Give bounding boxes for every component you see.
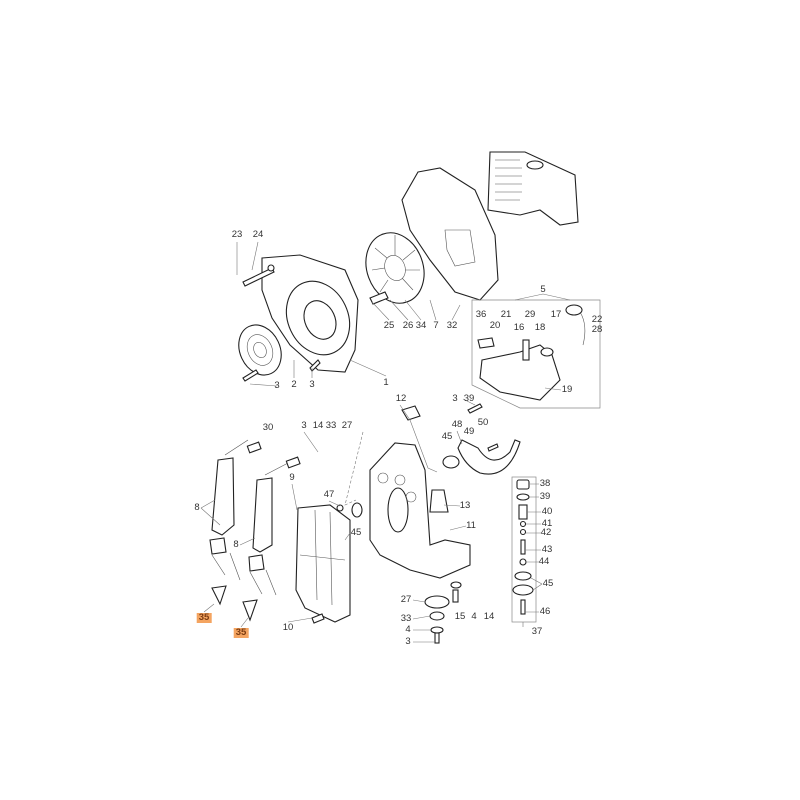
part-label-3: 3 [301,420,307,431]
part-label-43: 43 [541,544,553,555]
part-label-25: 25 [383,320,395,331]
part-label-44: 44 [538,556,550,567]
part-label-10: 10 [282,622,294,633]
part-label-39: 39 [463,393,475,404]
part-label-13: 13 [459,500,471,511]
fuel-tank-part [477,304,586,401]
part-label-32: 32 [446,320,458,331]
part-label-4: 4 [405,624,411,635]
part-label-41: 41 [541,518,553,529]
part-label-37: 37 [531,626,543,637]
part-label-1: 1 [383,377,389,388]
part-label-30: 30 [262,422,274,433]
part-label-46: 46 [539,606,551,617]
part-label-42: 42 [540,527,552,538]
part-label-26: 26 [402,320,414,331]
part-label-12: 12 [395,393,407,404]
part-label-3: 3 [309,379,315,390]
mount-bracket-part [442,403,521,475]
part-label-50: 50 [477,417,489,428]
part-label-27: 27 [341,420,353,431]
part-label-22: 22 [591,314,603,325]
part-label-3: 3 [405,636,411,647]
part-label-16: 16 [513,322,525,333]
part-label-4: 4 [471,611,477,622]
part-label-24: 24 [252,229,264,240]
part-label-3: 3 [274,380,280,391]
part-label-38: 38 [539,478,551,489]
blower-cover-part [487,151,579,226]
part-label-8: 8 [233,539,239,550]
part-label-33: 33 [325,420,337,431]
part-label-8: 8 [194,502,200,513]
part-label-9: 9 [289,472,295,483]
part-label-47: 47 [323,489,335,500]
part-label-28: 28 [591,324,603,335]
part-label-17: 17 [550,309,562,320]
part-label-49: 49 [463,426,475,437]
part-label-39: 39 [539,491,551,502]
highlighted-part-label-35[interactable]: 35 [196,612,212,623]
part-label-36: 36 [475,309,487,320]
part-label-18: 18 [534,322,546,333]
part-label-29: 29 [524,309,536,320]
part-label-5: 5 [540,284,546,295]
part-label-2: 2 [291,379,297,390]
part-label-15: 15 [454,611,466,622]
part-label-33: 33 [400,613,412,624]
part-label-45: 45 [542,578,554,589]
part-label-21: 21 [500,309,512,320]
back-frame-part [369,442,471,579]
part-label-20: 20 [489,320,501,331]
highlighted-part-label-35[interactable]: 35 [233,627,249,638]
part-label-14: 14 [312,420,324,431]
part-label-34: 34 [415,320,427,331]
back-pad-part [295,504,351,623]
part-label-3: 3 [452,393,458,404]
fan-impeller-part [365,232,425,304]
shoulder-strap-left-part [209,439,249,606]
part-label-27: 27 [400,594,412,605]
part-label-48: 48 [451,419,463,430]
part-label-7: 7 [433,320,439,331]
part-label-45: 45 [441,431,453,442]
recoil-spring-part [238,324,282,376]
part-label-14: 14 [483,611,495,622]
part-label-19: 19 [561,384,573,395]
part-label-11: 11 [466,520,476,531]
anti-vibration-kit-part [511,476,537,623]
part-label-40: 40 [541,506,553,517]
part-label-23: 23 [231,229,243,240]
engine-housing-part [261,254,359,373]
part-label-45: 45 [350,527,362,538]
shoulder-strap-right-part [242,461,291,622]
